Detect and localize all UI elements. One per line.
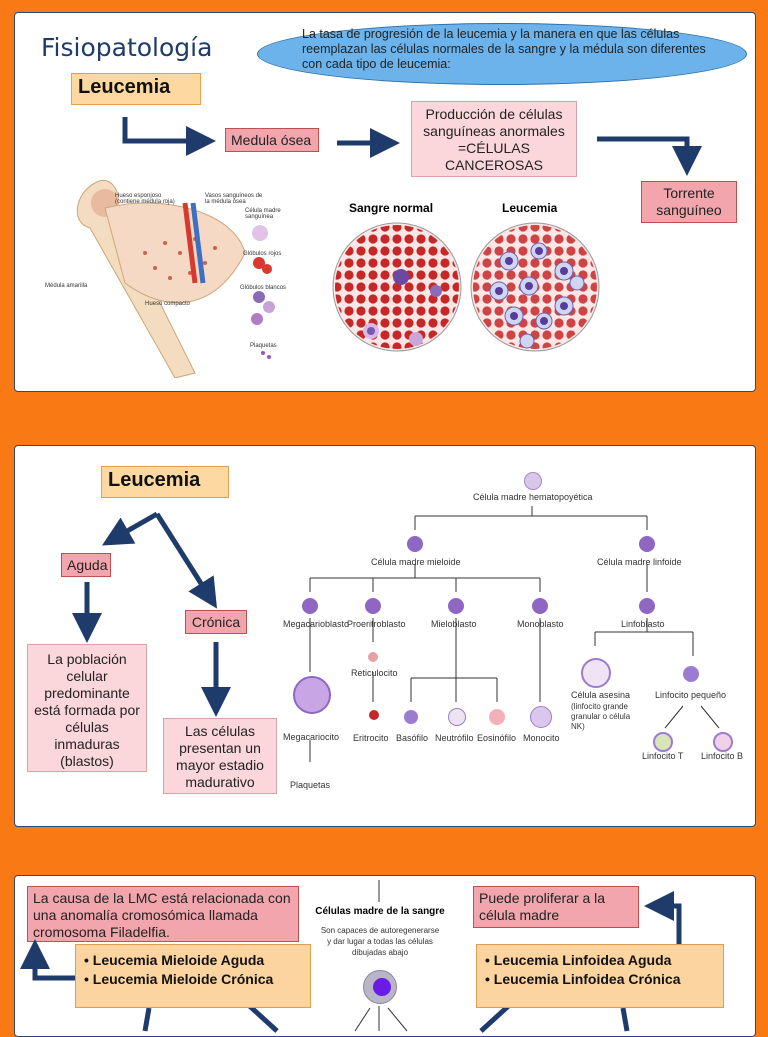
arrow-production-to-bloodstream — [597, 136, 702, 176]
myeloid-list-item: • Leucemia Mieloide Crónica — [84, 971, 274, 987]
label-monoblast: Monoblasto — [517, 619, 564, 629]
bone-label-compact: Hueso compacto — [145, 301, 191, 307]
cronica-description: Las células presentan un mayor estadio m… — [163, 718, 277, 794]
myeloid-list-box: • Leucemia Mieloide Aguda • Leucemia Mie… — [75, 944, 311, 1008]
reticulocyte-cell — [368, 652, 378, 662]
lymphoid-list-box: • Leucemia Linfoidea Aguda • Leucemia Li… — [476, 944, 724, 1008]
lymphoid-cell — [639, 536, 655, 552]
bone-label-platelets: Plaquetas — [250, 343, 277, 349]
leucemia-title-box: Leucemia — [71, 73, 201, 105]
leukemia-blood-label: Leucemia — [502, 201, 558, 215]
b-lymphocyte-cell — [713, 732, 733, 752]
slide-2-card: Leucemia Aguda Crónica La población celu… — [14, 445, 756, 827]
label-lymphoblast: Linfoblasto — [621, 619, 665, 629]
label-small-lymphocyte: Linfocito pequeño — [655, 690, 727, 700]
monocyte-cell — [530, 706, 552, 728]
label-b-lymphocyte: Linfocito B — [701, 751, 744, 761]
lymphoid-list-item: • Leucemia Linfoidea Crónica — [485, 971, 681, 987]
bone-drawing — [76, 179, 275, 379]
leucemia-title-box-2: Leucemia — [101, 466, 229, 498]
eosinophil-cell — [489, 709, 505, 725]
small-lymphocyte-cell — [683, 666, 699, 682]
aguda-description: La población celular predominante está f… — [27, 644, 147, 772]
leukemia-blood-circle — [470, 222, 600, 352]
myeloid-list-item: • Leucemia Mieloide Aguda — [84, 952, 265, 968]
aguda-box: Aguda — [61, 553, 111, 577]
label-reticulocyte: Reticulocito — [351, 668, 398, 678]
label-monocyte: Monocito — [523, 733, 560, 743]
label-lymphoid: Célula madre linfoide — [597, 557, 682, 567]
label-eosinophil: Eosinófilo — [477, 733, 517, 743]
arrow-to-prolif — [644, 891, 682, 944]
label-basophil: Basófilo — [396, 733, 429, 743]
label-nk-note: (linfocito grande granular o célula NK) — [571, 702, 631, 731]
hsc-cell — [524, 472, 542, 490]
note-text: La tasa de progresión de la leucemia y l… — [302, 27, 706, 71]
label-t-lymphocyte: Linfocito T — [642, 751, 684, 761]
stem-cell-nucleus — [373, 978, 391, 996]
bone-label-stem: Célula madre sanguínea — [245, 208, 281, 220]
erythrocyte-cell — [369, 710, 379, 720]
label-erythrocyte: Eritrocito — [353, 733, 389, 743]
slide-1-title: Fisiopatología — [41, 33, 213, 62]
proerythroblast-cell — [365, 598, 381, 614]
arrow-to-cronica — [154, 512, 218, 609]
lymphoid-list-item: • Leucemia Linfoidea Aguda — [485, 952, 672, 968]
slide-1-card: Fisiopatología La tasa de progresión de … — [14, 12, 756, 392]
t-lymphocyte-cell — [653, 732, 673, 752]
label-megakaryoblast: Megacarioblasto — [283, 619, 350, 629]
bone-illustration: Hueso esponjoso (contiene médula roja) V… — [45, 173, 295, 379]
label-neutrophil: Neutrófilo — [435, 733, 474, 743]
normal-blood-circle — [332, 222, 462, 352]
bone-label-vessels: Vasos sanguíneos de la médula ósea — [205, 193, 263, 205]
production-box: Producción de células sanguíneas anormal… — [411, 101, 577, 177]
label-myeloblast: Mieloblasto — [431, 619, 477, 629]
label-myeloid: Célula madre mieloide — [371, 557, 461, 567]
normal-blood-label: Sangre normal — [349, 201, 434, 215]
marrow-box: Medula ósea — [225, 128, 319, 152]
label-platelets: Plaquetas — [290, 780, 331, 790]
classification-arrows — [72, 511, 231, 717]
megakaryocyte-cell — [293, 676, 331, 714]
basophil-cell — [404, 710, 418, 724]
slide-3-card: La causa de la LMC está relacionada con … — [14, 875, 756, 1037]
prolif-box: Puede proliferar a la célula madre — [473, 886, 639, 928]
nk-cell — [581, 658, 611, 688]
cronica-box: Crónica — [185, 610, 247, 634]
monoblast-cell — [532, 598, 548, 614]
lymphoblast-cell — [639, 598, 655, 614]
flow-arrows — [122, 117, 702, 176]
arrow-leucemia-to-marrow — [122, 117, 216, 156]
myeloblast-cell — [448, 598, 464, 614]
note-ellipse — [257, 23, 747, 85]
stem-cells-title: Células madre de la sangre — [315, 906, 445, 917]
label-nk: Célula asesina — [571, 690, 631, 700]
bone-label-spongy: Hueso esponjoso (contiene médula roja) — [115, 193, 175, 205]
neutrophil-cell — [448, 708, 466, 726]
arrow-to-aguda — [101, 511, 159, 546]
label-proerythroblast: Proeritroblasto — [347, 619, 406, 629]
bone-label-red: Glóbulos rojos — [243, 251, 282, 257]
label-hsc: Célula madre hematopoyética — [473, 492, 593, 502]
cause-box: La causa de la LMC está relacionada con … — [27, 886, 299, 942]
megakaryoblast-cell — [302, 598, 318, 614]
bloodstream-box: Torrente sanguíneo — [641, 181, 737, 223]
myeloid-cell — [407, 536, 423, 552]
bone-label-white: Glóbulos blancos — [240, 285, 287, 291]
hematopoiesis-tree-lines — [309, 506, 720, 762]
arrow-to-cause — [20, 939, 75, 981]
stem-cells-desc: Son capaces de autoregenerarse y dar lug… — [320, 926, 440, 957]
bone-label-yellow: Médula amarilla — [45, 283, 88, 289]
label-megakaryocyte: Megacariocito — [283, 732, 340, 742]
